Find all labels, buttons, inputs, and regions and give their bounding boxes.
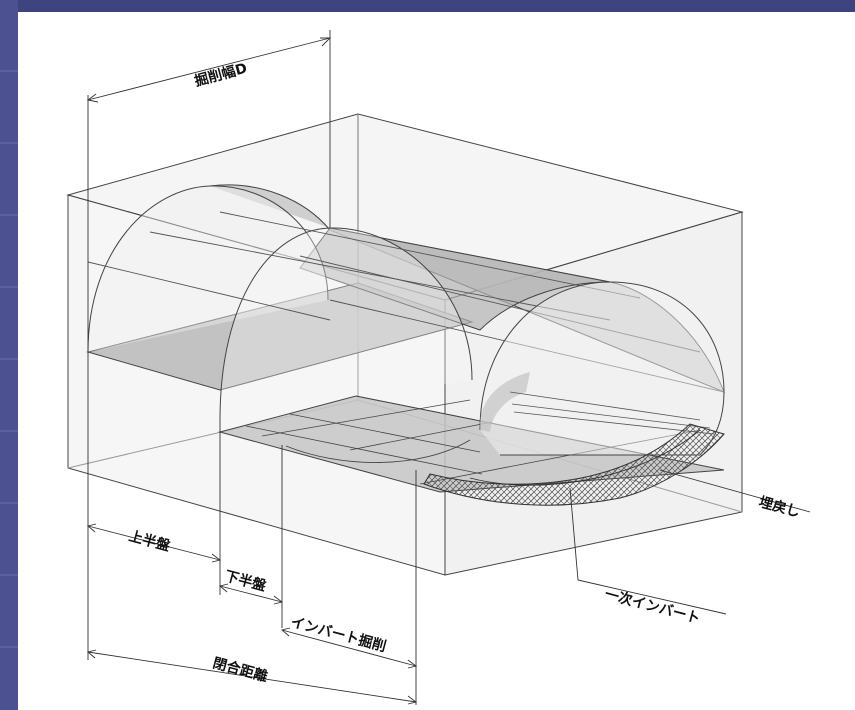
slide-left-strip (0, 0, 18, 710)
label-upper-bench: 上半盤 (127, 527, 173, 555)
label-lower-bench: 下半盤 (223, 567, 269, 595)
lower-bench-floor (218, 395, 725, 493)
invert-inner-curve (469, 429, 701, 486)
primary-invert (423, 423, 725, 506)
lower-arch-curve (285, 439, 471, 463)
window-top-strip (0, 0, 855, 12)
dimension-lines (86, 30, 811, 705)
label-closure-distance: 閉合距離 (211, 654, 269, 685)
front-inner-shadow (479, 372, 530, 432)
label-excavation-width: 掘削幅D (193, 60, 249, 90)
label-backfill: 埋戻し (757, 493, 802, 520)
label-primary-invert: 一次インバート (603, 585, 702, 627)
front-ring-face (479, 281, 725, 456)
front-inner-lines (509, 391, 715, 435)
label-invert-excavation: インバート掘削 (289, 613, 388, 655)
upper-face-arc (87, 185, 329, 353)
